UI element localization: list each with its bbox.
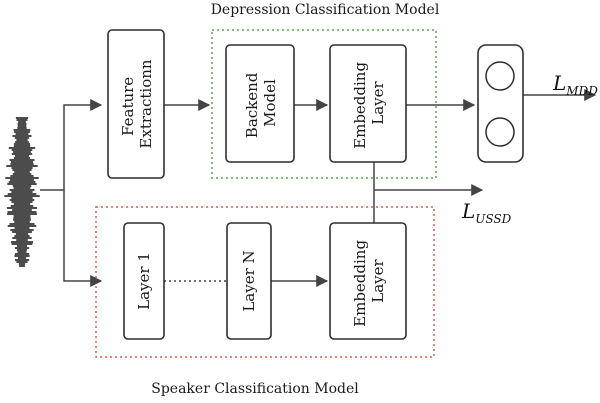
loss-ussd-label: LUSSD	[461, 199, 512, 226]
speaker-model-title: Speaker Classification Model	[151, 381, 359, 397]
audio-waveform-icon	[4, 117, 40, 267]
layer-n-box	[226, 222, 272, 340]
arrow-to-feature-extraction	[40, 99, 103, 191]
arrow-to-layer-1	[63, 190, 103, 287]
layer-1-box	[123, 222, 165, 340]
backend-model-box	[225, 44, 295, 163]
depression-model-title: Depression Classification Model	[211, 2, 440, 18]
feature-extraction-label: Feature Extractionn	[119, 59, 155, 148]
embedding-layer-top-label: Embedding Layer	[351, 57, 387, 149]
layer-n-label: Layer N	[240, 250, 258, 311]
backend-model-label: Backend Model	[243, 68, 279, 138]
loss-mdd-label: LMDD	[552, 71, 598, 98]
embedding-layer-bottom-box	[329, 222, 407, 340]
embedding-layer-bottom-label: Embedding Layer	[351, 235, 387, 327]
depression-model-frame	[211, 29, 437, 179]
layer-1-label: Layer 1	[135, 252, 153, 310]
classifier-node-icon	[485, 117, 515, 147]
feature-extraction-box	[107, 29, 165, 179]
embedding-layer-top-box	[329, 44, 407, 163]
classifier-node-icon	[485, 61, 515, 91]
